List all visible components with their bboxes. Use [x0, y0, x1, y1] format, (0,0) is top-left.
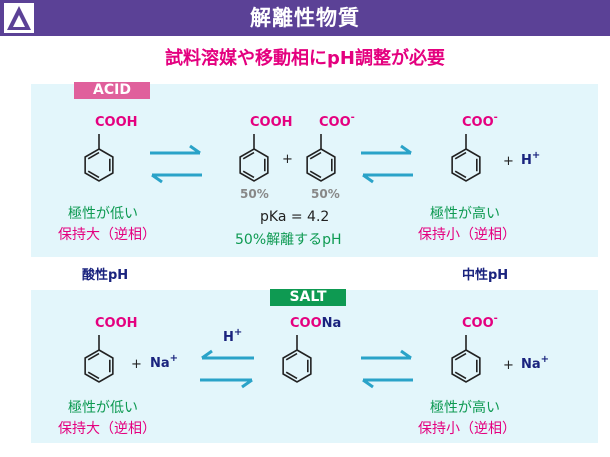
page-title: 解離性物質	[250, 6, 360, 30]
benzene-ring-icon	[239, 134, 269, 182]
pka-note: 50%解離するpH	[235, 232, 342, 248]
subtitle: 試料溶媒や移動相にpH調整が必要	[165, 48, 445, 69]
equilibrium-arrows-icon	[150, 144, 202, 184]
pct-2: 50%	[311, 187, 340, 201]
acid-right-group: COO-	[462, 112, 498, 130]
salt-right-group: COO-	[462, 313, 498, 331]
benzene-ring-icon	[282, 335, 312, 383]
salt-left-polarity: 極性が低い	[68, 400, 138, 416]
header-bar: 解離性物質	[0, 0, 610, 36]
acid-left-group: COOH	[95, 115, 138, 130]
plus-sign: +	[503, 154, 514, 169]
neutral-ph-label: 中性pH	[462, 268, 509, 283]
plus-sign: +	[282, 152, 293, 167]
benzene-ring-icon	[84, 134, 114, 182]
acid-left-polarity: 極性が低い	[68, 206, 138, 222]
salt-center-group: COONa	[290, 316, 342, 331]
arrow-hydrogen-ion: H+	[223, 327, 243, 345]
benzene-ring-icon	[451, 134, 481, 182]
plus-sign: +	[503, 358, 514, 373]
benzene-ring-icon	[306, 134, 336, 182]
logo-icon	[4, 3, 34, 33]
plus-sign: +	[131, 357, 142, 372]
salt-label: SALT	[270, 289, 346, 306]
acid-right-retention: 保持小（逆相）	[418, 227, 516, 243]
salt-right-retention: 保持小（逆相）	[418, 421, 516, 437]
acid-right-polarity: 極性が高い	[430, 206, 500, 222]
acid-left-retention: 保持大（逆相）	[58, 227, 156, 243]
salt-left-retention: 保持大（逆相）	[58, 421, 156, 437]
pct-1: 50%	[240, 187, 269, 201]
sodium-ion: Na+	[521, 354, 550, 372]
pka-value: pKa = 4.2	[260, 209, 330, 225]
salt-right-polarity: 極性が高い	[430, 400, 500, 416]
equilibrium-arrows-icon	[200, 349, 254, 389]
equilibrium-arrows-icon	[361, 144, 413, 184]
hydrogen-ion: H+	[521, 150, 541, 168]
acid-label: ACID	[74, 82, 150, 99]
equilibrium-arrows-icon	[361, 349, 413, 389]
benzene-ring-icon	[84, 335, 114, 383]
salt-left-group: COOH	[95, 316, 138, 331]
sodium-ion: Na+	[150, 353, 179, 371]
acid-panel	[31, 84, 598, 257]
acidic-ph-label: 酸性pH	[82, 268, 129, 283]
acid-mid-group1: COOH	[250, 115, 293, 130]
benzene-ring-icon	[451, 335, 481, 383]
salt-panel	[31, 290, 598, 443]
acid-mid-group2: COO-	[319, 112, 355, 130]
